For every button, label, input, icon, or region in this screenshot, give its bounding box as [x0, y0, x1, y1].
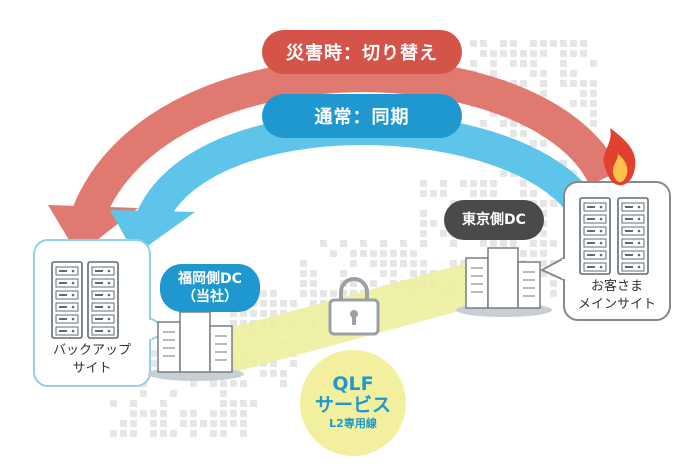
normal-sync-label: 通常：同期 [262, 94, 462, 138]
disaster-switch-label: 災害時：切り替え [262, 30, 462, 74]
qlf-title: QLF [332, 373, 374, 395]
fukuoka-dc-owner: （当社） [182, 289, 238, 305]
backup-site-label-line2: サイト [72, 361, 112, 376]
customer-site-label: お客さま メインサイト [566, 278, 668, 314]
qlf-service: サービス [314, 394, 391, 416]
fukuoka-dc-name: 福岡側DC [178, 271, 242, 287]
customer-site-label-line1: お客さま [590, 279, 643, 294]
server-rack-icon [579, 197, 611, 275]
server-rack-icon [87, 261, 119, 339]
fukuoka-dc-tag: 福岡側DC （当社） [160, 264, 260, 312]
qlf-l2-line: L2専用線 [329, 417, 377, 430]
customer-site-label-line2: メインサイト [577, 297, 656, 312]
qlf-service-badge: QLF サービス L2専用線 [300, 350, 406, 456]
backup-site-label: バックアップ サイト [40, 342, 144, 378]
datacenter-building-icon [148, 311, 244, 381]
server-rack-icon [51, 261, 83, 339]
backup-site-label-line1: バックアップ [52, 343, 131, 358]
lock-icon [328, 277, 380, 336]
flame-icon [603, 128, 636, 186]
server-rack-icon [617, 197, 649, 275]
tokyo-dc-tag: 東京側DC [444, 200, 544, 240]
datacenter-building-icon [456, 247, 552, 317]
